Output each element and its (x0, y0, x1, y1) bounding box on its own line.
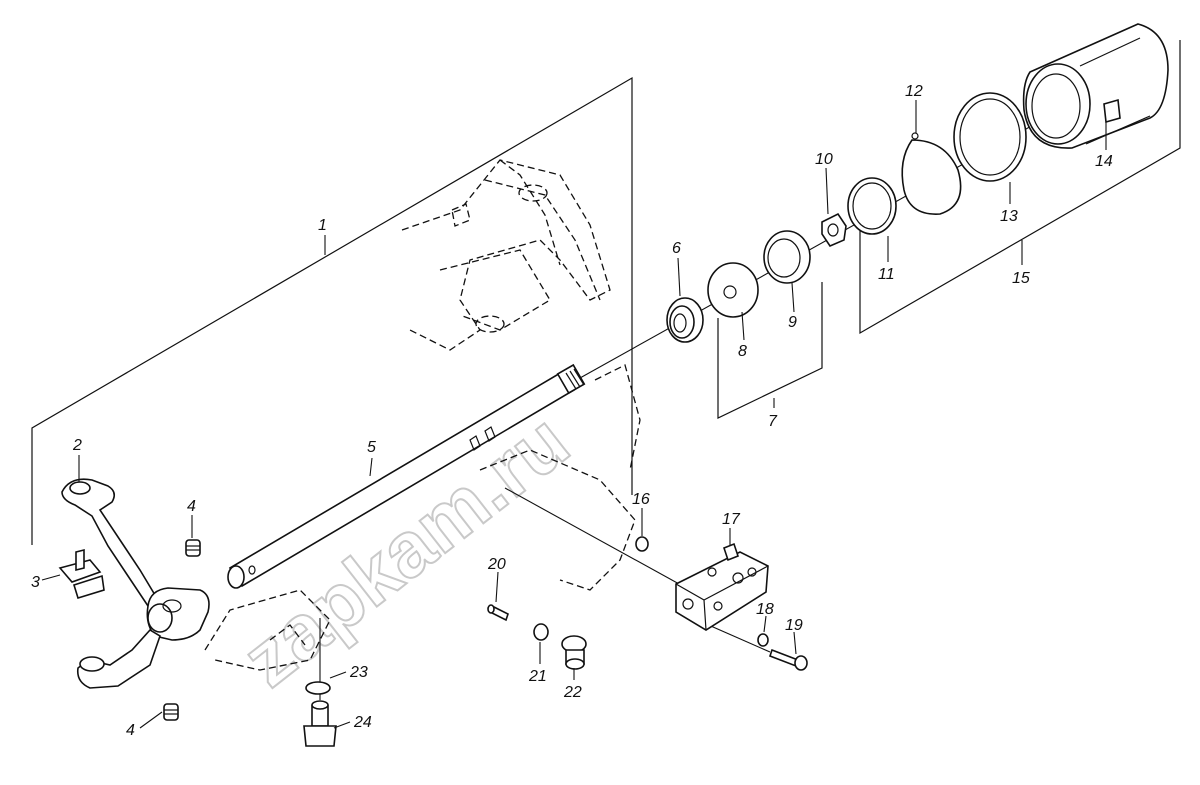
callout-10: 10 (815, 151, 833, 168)
part-16-o-ring (635, 536, 649, 552)
callout-7: 7 (768, 413, 778, 430)
callout-20: 20 (487, 556, 506, 573)
part-24-fitting (303, 700, 337, 747)
part-14-cylinder (1022, 23, 1169, 149)
part-13-piston-ring (953, 92, 1027, 182)
callout-4-bottom: 4 (126, 722, 135, 739)
bracket-assembly-15 (859, 40, 1181, 335)
callout-leaders (41, 100, 1107, 729)
callout-11: 11 (878, 266, 895, 283)
part-11-o-ring (847, 177, 897, 235)
callout-17: 17 (722, 511, 741, 528)
part-17-valve-block (675, 542, 769, 631)
callout-labels: 1 2 3 4 4 5 6 7 8 9 10 11 12 13 14 15 16… (31, 83, 1113, 739)
callout-22: 22 (563, 684, 582, 701)
callout-16: 16 (632, 491, 650, 508)
part-4-grease-fitting-bottom (163, 703, 179, 721)
callout-21: 21 (528, 668, 547, 685)
part-19-bolt (768, 648, 808, 671)
part-5-shift-shaft (227, 363, 586, 589)
callout-13: 13 (1000, 208, 1018, 225)
part-2-shift-lever (61, 478, 210, 689)
part-12-snap-ring (901, 132, 962, 215)
callout-24: 24 (353, 714, 372, 731)
bracket-assembly-7 (717, 282, 823, 419)
callout-19: 19 (785, 617, 803, 634)
part-18-washer (757, 633, 769, 647)
callout-3: 3 (31, 574, 40, 591)
part-3-clip (58, 548, 105, 599)
part-10-nut (821, 212, 847, 247)
callout-14: 14 (1095, 153, 1113, 170)
part-22-plug (561, 635, 587, 670)
callout-18: 18 (756, 601, 774, 618)
callout-15: 15 (1012, 270, 1030, 287)
callout-6: 6 (672, 240, 681, 257)
part-4-grease-fitting-top (185, 539, 201, 557)
callout-5: 5 (367, 439, 376, 456)
housing-outline-dashed (204, 159, 641, 671)
part-8-washer (707, 262, 759, 318)
callout-12: 12 (905, 83, 923, 100)
callout-1: 1 (318, 217, 327, 234)
part-6-bushing (666, 297, 704, 343)
callout-4-top: 4 (187, 498, 196, 515)
part-21-washer (533, 623, 549, 641)
bracket-assembly-1 (31, 76, 633, 545)
callout-2: 2 (72, 437, 82, 454)
part-23-washer (305, 681, 331, 695)
callout-9: 9 (788, 314, 797, 331)
callout-8: 8 (738, 343, 747, 360)
part-9-seal-ring (763, 230, 811, 284)
part-20-pin (487, 604, 509, 622)
callout-23: 23 (349, 664, 368, 681)
